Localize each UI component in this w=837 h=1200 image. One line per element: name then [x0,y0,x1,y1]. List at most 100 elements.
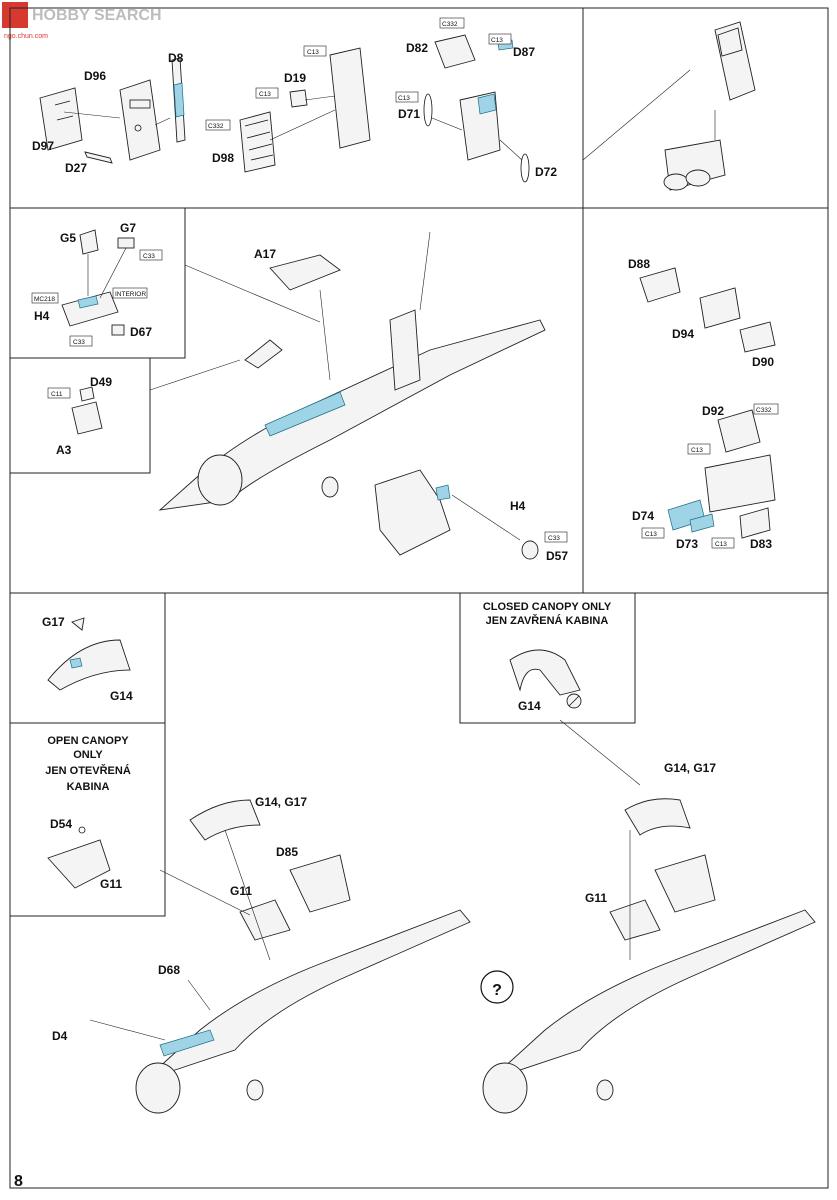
label-g11-inset: G11 [100,877,122,891]
page-number: 8 [14,1173,23,1190]
g7-part [117,237,135,249]
d19-part [289,89,308,108]
g14-g17-closed-part [624,798,691,836]
closed-note-line-2: JEN ZAVŘENÁ KABINA [486,614,609,627]
open-canopy-inset [9,722,166,917]
watermark-logo-icon [2,2,28,28]
g11-part [239,899,291,941]
fuselage-open [144,909,471,1081]
g11-closed-part [609,899,661,941]
d49-part [79,386,95,402]
d71-ring [423,93,433,127]
g14-closed-part [509,649,581,696]
label-d92: D92 [702,404,724,418]
label-d72: D72 [535,165,557,179]
closed-canopy-note: CLOSED CANOPY ONLY JEN ZAVŘENÁ KABINA G1… [483,601,612,713]
d72-ring [520,153,530,183]
d57-part [521,540,539,560]
panel-frames [9,7,829,1189]
label-d4: D4 [52,1029,68,1043]
open-note-line-3: JEN OTEVŘENÁ [45,764,131,777]
label-d67: D67 [130,325,152,339]
label-g14-closed: G14 [518,699,541,713]
ref-c11: C11 [51,391,63,398]
label-g11-closed: G11 [585,891,607,905]
d27-part [84,151,113,164]
seat-back-part [329,47,371,149]
d96-part [119,79,161,161]
open-note-line-4: KABINA [67,781,110,793]
ref-interior: INTERIOR [115,291,146,298]
cockpit-interior [374,469,451,556]
label-g17: G17 [42,615,65,629]
label-d85: D85 [276,845,298,859]
label-d94: D94 [672,327,694,341]
label-d8: D8 [168,51,184,65]
g17-part [71,617,85,631]
label-a17: A17 [254,247,276,261]
d92-part [717,409,761,453]
ref-mc218: MC218 [34,296,55,303]
main-cockpit-step: A17 H4 D57 C33 [149,231,568,563]
seat-right-step: D88 D94 D90 D92 D74 D73 D83 C332 C13 C13… [628,257,779,551]
ref-c13-b: C13 [259,91,271,98]
g14-g17-open-part [189,799,261,841]
label-d54: D54 [50,817,72,831]
ref-c13-d: C13 [398,95,410,102]
d98-mesh-part [239,111,276,173]
label-g14-g17-closed: G14, G17 [664,761,716,775]
ref-c33-main: C33 [548,535,560,542]
a17-part [269,254,341,291]
g5-part [79,229,99,255]
instrument-inset [9,357,151,474]
d73-part [689,513,715,533]
closed-assembly-step: G14, G17 G11 ? [480,719,816,1114]
open-canopy-note: OPEN CANOPY ONLY JEN OTEVŘENÁ KABINA D54… [45,735,131,891]
label-g7: G7 [120,221,136,235]
g11-open-part [47,839,111,889]
ref-c33-a: C33 [143,253,155,260]
fuselage-middle [158,319,546,511]
label-h4: H4 [34,309,50,323]
label-d73: D73 [676,537,698,551]
label-d96: D96 [84,69,106,83]
label-g5: G5 [60,231,76,245]
label-g14: G14 [110,689,133,703]
ref-c332-right: C332 [756,407,772,414]
label-d19: D19 [284,71,306,85]
label-d71: D71 [398,107,420,121]
ref-c33-b: C33 [73,339,85,346]
canopy-detail-step: G17 G14 [42,615,133,703]
label-d68: D68 [158,963,180,977]
label-g14-g17-open: G14, G17 [255,795,307,809]
label-d27: D27 [65,161,87,175]
open-assembly-step: G14, G17 D85 G11 D68 D4 [52,795,471,1114]
label-d57: D57 [546,549,568,563]
question-badge [480,970,514,1004]
console-inset [9,207,186,359]
instrument-step: C11 D49 A3 [47,375,112,457]
label-g11-open: G11 [230,884,252,898]
d88-part [639,267,681,303]
fuselage-closed [489,909,816,1081]
ref-c332-a: C332 [208,123,224,130]
label-d83: D83 [750,537,772,551]
label-d87: D87 [513,45,535,59]
ref-c13-c: C13 [491,37,503,44]
console-step: G5 G7 H4 D67 C33 MC218 INTERIOR C33 [31,221,163,347]
ref-c13-a: C13 [307,49,319,56]
ref-c13-right-a: C13 [691,447,703,454]
closed-note-line-1: CLOSED CANOPY ONLY [483,601,612,613]
watermark-site: ngo.chun.com [4,33,48,40]
ref-c332-b: C332 [442,21,458,28]
watermark: HOBBY SEARCH ngo.chun.com [2,2,162,40]
d94-part [699,287,741,329]
a3-part [71,401,103,435]
ref-c13-right-c: C13 [715,541,727,548]
label-h4-main: H4 [510,499,526,513]
g14-part [47,639,131,691]
label-d82: D82 [406,41,428,55]
label-d97: D97 [32,139,54,153]
seat-open-part [289,854,351,913]
